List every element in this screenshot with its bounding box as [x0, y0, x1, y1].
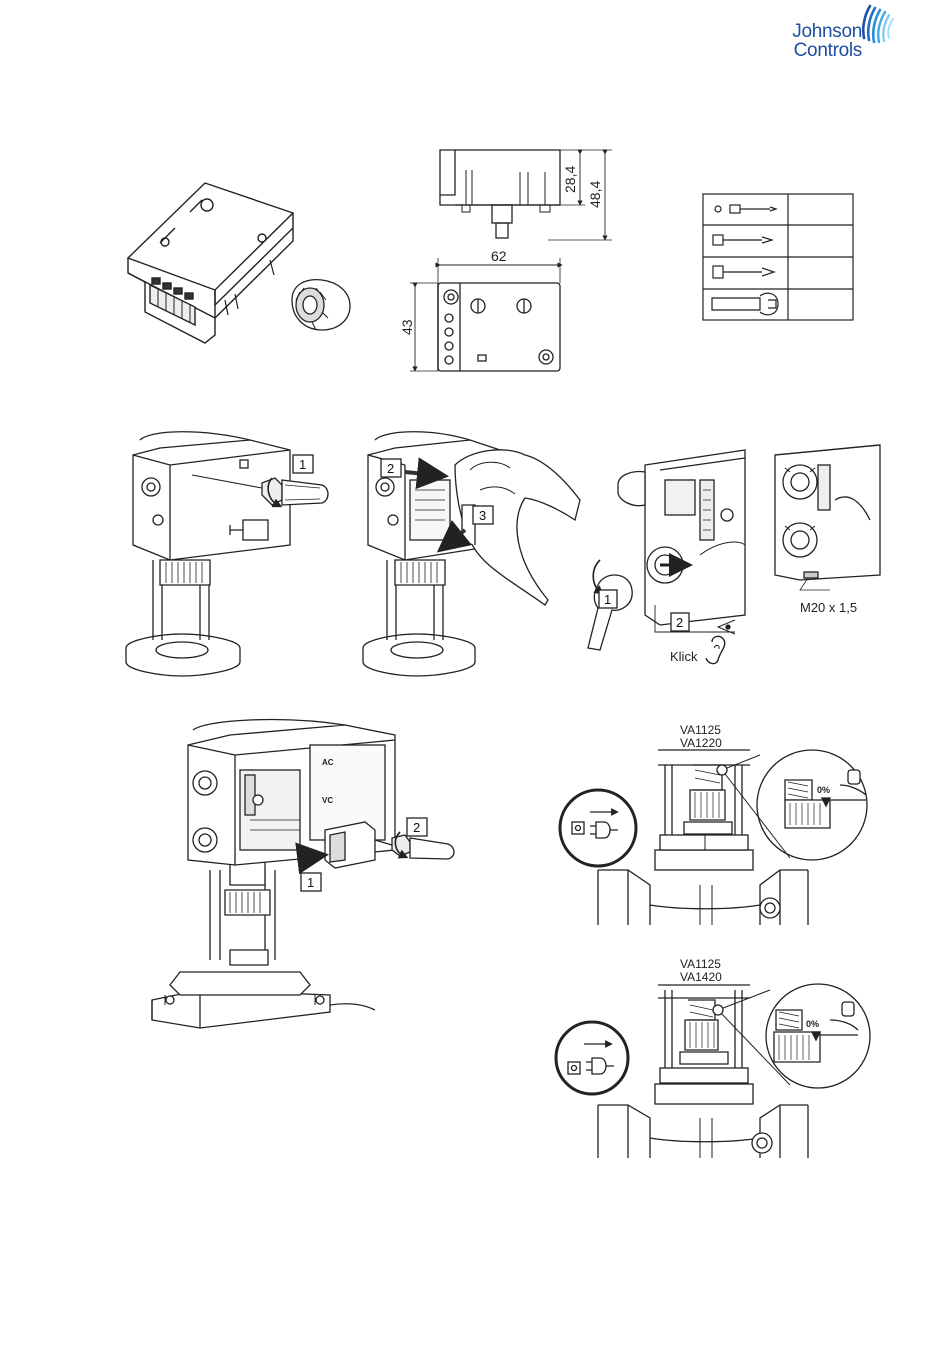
valve-top-model-1: VA1125 — [680, 723, 721, 737]
actuator-figure-gland-mount — [588, 450, 745, 664]
valve-bottom-model-1: VA1125 — [680, 957, 721, 971]
thread-size-label: M20 x 1,5 — [800, 600, 857, 615]
step-2-label-c: 2 — [676, 615, 683, 630]
actuator-figure-insert-module — [363, 432, 580, 676]
switch-label-vc: VC — [322, 796, 333, 805]
dim-width: 62 — [491, 248, 507, 264]
dim-height-total: 48,4 — [587, 181, 603, 208]
klick-label: Klick — [670, 649, 698, 664]
step-3-label-b: 3 — [479, 508, 486, 523]
step-1-label-c: 1 — [604, 592, 611, 607]
screwdriver-medium-icon — [713, 235, 772, 245]
step-1-label-e: 1 — [307, 875, 314, 890]
module-top-view — [410, 258, 560, 371]
valve-top-model-2: VA1220 — [680, 736, 722, 750]
step-2-label-e: 2 — [413, 820, 420, 835]
valve-figure-bottom — [556, 984, 870, 1158]
step-1-label-a: 1 — [299, 457, 306, 472]
actuator-figure-wiring — [152, 720, 454, 1028]
tools-table — [703, 194, 853, 320]
valve-bottom-model-2: VA1420 — [680, 970, 722, 984]
actuator-figure-thread — [775, 445, 880, 590]
step-2-label-b: 2 — [387, 461, 394, 476]
screwdriver-large-icon — [713, 266, 774, 278]
valve-top-percent: 0% — [817, 785, 830, 795]
actuator-figure-remove-cover — [126, 432, 328, 676]
cable-gland-icon — [292, 280, 350, 330]
switch-label-ac: AC — [322, 758, 334, 767]
screwdriver-small-icon — [715, 205, 776, 213]
switch-module-isometric — [128, 183, 293, 343]
dim-height-small: 28,4 — [562, 166, 578, 193]
wrench-icon — [712, 293, 778, 315]
dim-depth: 43 — [399, 319, 415, 335]
valve-bottom-percent: 0% — [806, 1019, 819, 1029]
